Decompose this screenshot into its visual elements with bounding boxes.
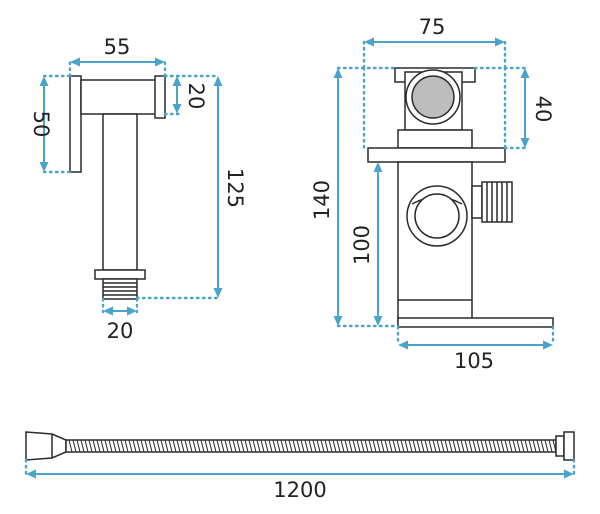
spray-thread-lines	[103, 282, 137, 296]
label-valve-body-height: 100	[350, 225, 374, 265]
hose-drawing	[25, 431, 575, 461]
spray-collar	[154, 75, 166, 119]
valve-side-knob	[414, 193, 460, 239]
valve-neck	[397, 129, 473, 149]
dim-valve-knob-height: 40	[473, 66, 555, 150]
label-handle-head-height: 50	[29, 111, 53, 138]
valve-top-knob	[411, 75, 455, 119]
dim-handle-length: 125	[135, 74, 247, 300]
dim-valve-body-height: 100	[350, 162, 383, 326]
valve-base-plate	[397, 317, 554, 328]
valve-outlet-thread-lines	[486, 182, 508, 222]
dim-valve-total-height: 140	[310, 66, 400, 328]
hose-right-collar	[555, 435, 565, 457]
dim-hose-length: 1200	[24, 458, 576, 502]
label-valve-depth: 105	[454, 349, 494, 373]
valve-outlet-collar	[471, 185, 483, 219]
label-hose-length: 1200	[273, 478, 326, 502]
label-valve-width: 75	[419, 15, 446, 39]
hose-left-fitting	[25, 431, 67, 461]
dim-valve-depth: 105	[396, 325, 555, 373]
label-valve-knob-height: 40	[531, 96, 555, 123]
label-handle-thread: 20	[107, 319, 134, 343]
valve-drawing	[367, 67, 554, 328]
spray-head-body	[80, 79, 158, 115]
spray-head-plate	[69, 75, 82, 173]
dim-valve-width: 75	[362, 15, 507, 150]
dim-handle-width: 55	[68, 35, 167, 78]
spray-handle	[102, 113, 138, 271]
label-handle-collar-height: 20	[184, 83, 208, 110]
spray-ring	[94, 269, 146, 280]
label-handle-width: 55	[104, 35, 131, 59]
label-handle-length: 125	[223, 168, 247, 208]
hose-right-nut	[563, 431, 575, 461]
hand-spray-drawing	[69, 75, 166, 300]
dim-handle-collar-height: 20	[163, 74, 208, 116]
dim-handle-head-height: 50	[29, 74, 72, 174]
hose-ribs	[68, 439, 557, 453]
valve-wall-plate	[367, 147, 506, 163]
spray-thread	[102, 278, 138, 300]
dim-handle-thread: 20	[101, 297, 139, 343]
label-valve-total-height: 140	[310, 180, 334, 220]
